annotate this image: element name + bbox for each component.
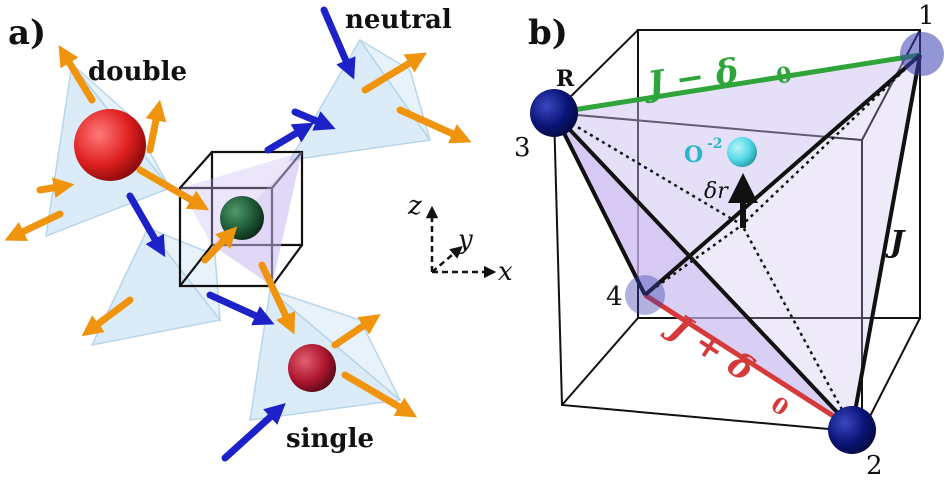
bonds-black	[552, 53, 922, 430]
axis-y-label: y	[457, 225, 473, 255]
site-3-sphere	[530, 89, 578, 137]
single-sphere	[288, 344, 336, 392]
svg-text:0: 0	[775, 62, 794, 90]
site-2-sphere	[828, 406, 876, 454]
panel-a-label: a)	[8, 13, 46, 53]
r-label: R	[556, 66, 575, 92]
tetra-left	[90, 226, 222, 347]
site-4-label: 4	[606, 282, 623, 312]
axes-triad	[425, 205, 497, 279]
oxygen-sphere	[727, 137, 757, 167]
panel-b-label: b)	[528, 13, 568, 53]
tetra-face-right	[645, 55, 920, 428]
delta-r-label: δr	[704, 179, 729, 204]
bond-red	[643, 292, 854, 431]
site-1-sphere	[900, 32, 944, 76]
orange-arrows	[4, 45, 472, 418]
oxygen-charge: -2	[707, 136, 723, 152]
site-4-sphere	[625, 275, 665, 315]
site-1-label: 1	[918, 1, 935, 31]
site-2-label: 2	[866, 451, 883, 480]
site-3-label: 3	[514, 133, 531, 163]
svg-text:0: 0	[766, 392, 793, 422]
label-double: double	[88, 57, 187, 87]
label-neutral: neutral	[345, 5, 452, 35]
dotted-lines	[553, 54, 921, 429]
oxygen-label: O	[684, 142, 703, 168]
j-label: J	[885, 225, 906, 260]
axis-x-label: x	[498, 257, 513, 287]
bond-green	[553, 52, 921, 116]
label-single: single	[286, 424, 374, 454]
blue-arrows	[126, 6, 356, 462]
axis-z-label: z	[407, 191, 422, 221]
double-sphere	[74, 109, 146, 181]
tetra-neutral	[288, 38, 432, 161]
